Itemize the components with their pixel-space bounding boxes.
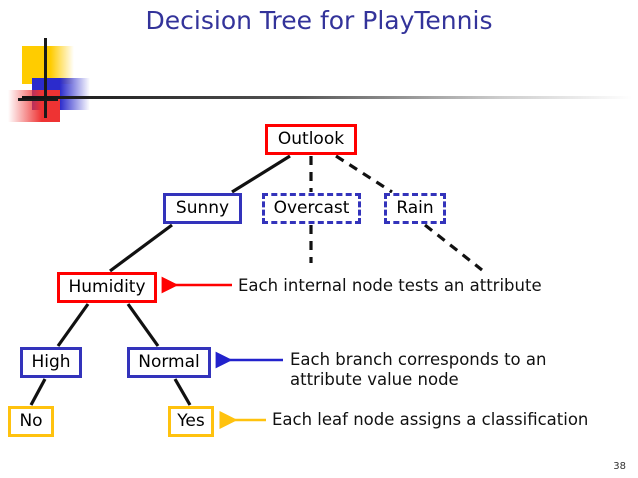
annotation-internal-node: Each internal node tests an attribute bbox=[238, 276, 542, 295]
tree-node-label: Rain bbox=[396, 198, 434, 218]
deco-horizontal-line-short bbox=[18, 98, 58, 101]
tree-node-outlook[interactable]: Outlook bbox=[265, 124, 357, 155]
edge-high-no bbox=[29, 378, 47, 406]
header-divider bbox=[22, 96, 632, 99]
tree-node-rain[interactable]: Rain bbox=[384, 193, 446, 224]
annotation-leaf-node: Each leaf node assigns a classification bbox=[272, 410, 589, 429]
tree-node-normal[interactable]: Normal bbox=[127, 347, 211, 378]
tree-node-no[interactable]: No bbox=[8, 406, 54, 437]
tree-node-label: Outlook bbox=[277, 129, 345, 149]
tree-node-yes[interactable]: Yes bbox=[168, 406, 214, 437]
tree-node-label: No bbox=[19, 411, 43, 431]
page-title: Decision Tree for PlayTennis bbox=[145, 6, 493, 35]
edge-normal-yes bbox=[173, 378, 192, 406]
tree-node-overcast[interactable]: Overcast bbox=[262, 193, 361, 224]
tree-node-label: Yes bbox=[177, 411, 205, 431]
tree-node-label: High bbox=[31, 352, 71, 372]
deco-yellow-square bbox=[22, 46, 74, 84]
edge-rain-downright bbox=[424, 223, 483, 272]
edge-humidity-high bbox=[56, 303, 90, 347]
page-number: 38 bbox=[613, 461, 626, 472]
tree-node-humidity[interactable]: Humidity bbox=[57, 272, 157, 303]
tree-node-sunny[interactable]: Sunny bbox=[163, 193, 242, 224]
tree-node-label: Sunny bbox=[175, 198, 230, 218]
tree-node-label: Normal bbox=[138, 352, 200, 372]
edge-outlook-rain bbox=[335, 154, 393, 194]
tree-node-label: Humidity bbox=[68, 277, 146, 297]
tree-node-label: Overcast bbox=[273, 198, 350, 218]
edge-outlook-sunny bbox=[231, 154, 291, 194]
deco-vertical-line bbox=[44, 38, 47, 118]
edge-humidity-normal bbox=[126, 303, 160, 347]
decorative-logo bbox=[0, 38, 210, 122]
deco-red-square bbox=[8, 90, 60, 122]
edge-sunny-humidity bbox=[109, 223, 173, 273]
tree-node-high[interactable]: High bbox=[20, 347, 82, 378]
annotation-branch: Each branch corresponds to an attribute … bbox=[290, 350, 547, 389]
